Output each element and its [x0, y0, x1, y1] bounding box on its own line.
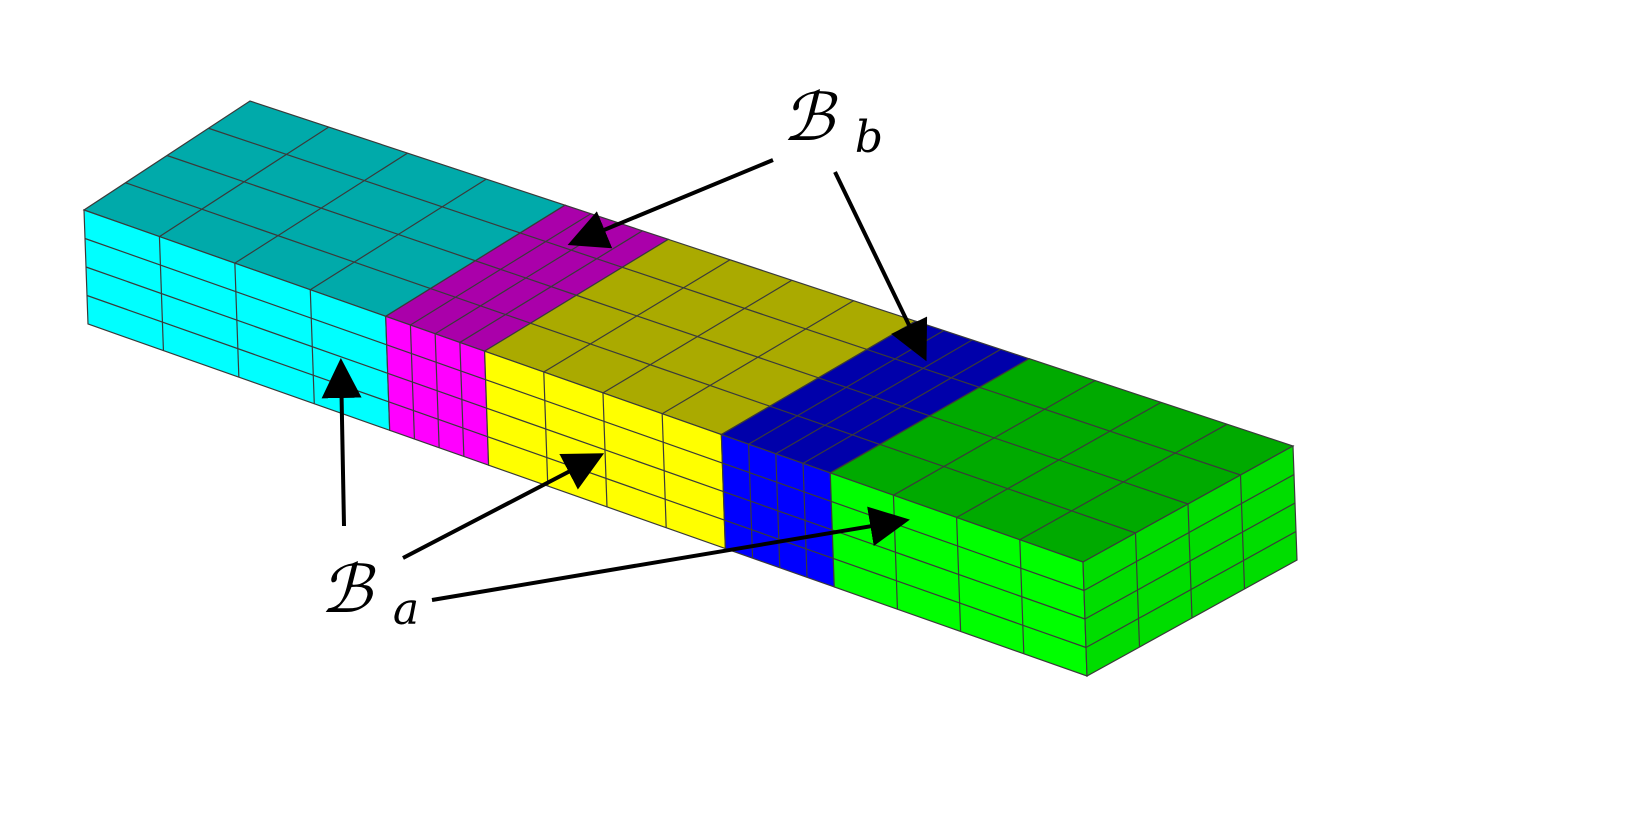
block-magenta-front-mesh-line [387, 372, 487, 409]
block-yellow-front-mesh-line [485, 379, 723, 464]
block-magenta-top-mesh-line [430, 287, 531, 324]
arrow-a-to-cyan [321, 358, 362, 527]
block-green-front-mesh-line [833, 557, 1087, 649]
svg-text:ℬ b: ℬ b [782, 79, 883, 163]
block-green-top-mesh-line [979, 386, 1241, 476]
block-cyan-top-mesh-line [208, 127, 521, 234]
label-b: ℬ b [782, 79, 883, 163]
block-blue-top-mesh-line [866, 348, 980, 388]
arrows-group-b [567, 158, 928, 362]
arrow-a-to-green [431, 506, 910, 602]
block-yellow-top-mesh-line [530, 322, 771, 407]
block-green-top-mesh-line [929, 415, 1189, 505]
block-blue-front-mesh-line [723, 491, 833, 531]
block-blue-front-mesh-line [722, 462, 832, 503]
block-yellow-front-mesh-line [486, 407, 724, 493]
label-a-script: ℬ [320, 551, 376, 628]
block-yellow-top-mesh-line [576, 294, 819, 379]
block-cyan-top-mesh-line [166, 154, 476, 262]
block-cyan-front-mesh-line [85, 266, 388, 374]
block-yellow-top-mesh-line [622, 266, 868, 351]
arrows-group-a [321, 358, 910, 602]
block-green-end-mesh-line [1085, 530, 1297, 649]
block-magenta-front-mesh-line [386, 344, 486, 381]
block-blue-top-mesh-line [769, 405, 881, 445]
block-cyan-front-mesh-line [84, 237, 387, 346]
label-a-subscript: a [393, 584, 419, 635]
label-b-subscript: b [855, 112, 883, 163]
arrow-a-to-yellow [402, 453, 605, 560]
block-magenta-top-mesh-line [475, 260, 577, 296]
svg-text:ℬ a: ℬ a [320, 551, 419, 635]
block-magenta-front-mesh-line [388, 401, 488, 438]
block-green-top-mesh-line [879, 443, 1136, 534]
block-magenta-top-mesh-line [519, 232, 623, 268]
block-cyan-top-mesh-line [125, 182, 431, 290]
label-a: ℬ a [320, 551, 419, 635]
block-green-end-mesh-line [1239, 474, 1246, 590]
block-yellow-front-mesh-line [487, 436, 725, 521]
block-green-end-mesh-line [1084, 502, 1296, 620]
arrow-b-to-magenta [567, 158, 774, 249]
block-blue-front-mesh-line [724, 519, 834, 560]
beam [82, 100, 1298, 677]
arrow-b-to-blue [833, 171, 928, 362]
label-b-script: ℬ [782, 79, 838, 156]
block-blue-top-mesh-line [818, 377, 930, 417]
